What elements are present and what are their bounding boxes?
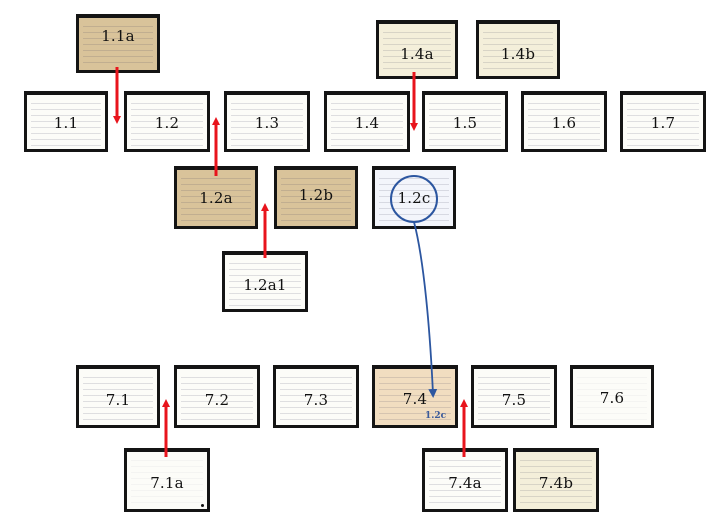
card-1-3: 1.3: [224, 91, 310, 152]
card-label: 1.2: [154, 114, 180, 133]
card-7-4b: 7.4b: [513, 448, 599, 512]
card-label: 1.1a: [101, 26, 135, 45]
card-1-4b: 1.4b: [476, 20, 560, 79]
card-label: 1.2b: [298, 186, 334, 205]
card-7-1a: 7.1a: [124, 448, 210, 512]
card-1-2c: 1.2c: [372, 166, 456, 229]
card-handwriting: [520, 455, 592, 506]
card-7-4a: 7.4a: [422, 448, 508, 512]
ink-dot: [201, 504, 204, 507]
card-label: 1.2a1: [243, 276, 287, 295]
card-label: 1.4: [354, 114, 380, 133]
card-label: 1.3: [254, 114, 280, 133]
card-label: 1.5: [452, 114, 478, 133]
card-1-1a: 1.1a: [76, 14, 160, 73]
card-label: 7.3: [303, 390, 329, 409]
card-label: 7.5: [501, 390, 527, 409]
reference-sublabel: 1.2c: [425, 411, 447, 421]
card-handwriting: [131, 98, 203, 146]
card-7-5: 7.5: [471, 365, 557, 428]
card-handwriting: [280, 372, 352, 422]
card-handwriting: [429, 98, 501, 146]
card-handwriting: [131, 455, 203, 506]
card-label: 1.4a: [400, 45, 434, 64]
card-label: 1.4b: [500, 45, 536, 64]
card-label: 7.6: [599, 389, 625, 408]
card-handwriting: [483, 27, 553, 73]
card-handwriting: [331, 98, 403, 146]
card-label: 7.1: [105, 390, 131, 409]
card-1-7: 1.7: [620, 91, 706, 152]
card-7-6: 7.6: [570, 365, 654, 428]
card-label: 1.1: [53, 114, 79, 133]
card-1-6: 1.6: [521, 91, 607, 152]
card-1-4a: 1.4a: [376, 20, 458, 79]
card-label: 1.2c: [397, 189, 431, 207]
card-1-5: 1.5: [422, 91, 508, 152]
card-handwriting: [181, 173, 251, 223]
card-label: 7.4a: [448, 474, 482, 493]
card-1-2a1: 1.2a1: [222, 251, 308, 312]
card-handwriting: [528, 98, 600, 146]
card-label: 7.1a: [150, 474, 184, 493]
card-handwriting: [627, 98, 699, 146]
card-label: 7.4: [402, 389, 428, 408]
card-handwriting: [281, 173, 351, 223]
card-handwriting: [478, 372, 550, 422]
card-label: 7.4b: [538, 474, 574, 493]
card-7-3: 7.3: [273, 365, 359, 428]
card-handwriting: [31, 98, 101, 146]
card-7-1: 7.1: [76, 365, 160, 428]
card-label: 7.2: [204, 390, 230, 409]
card-handwriting: [83, 21, 153, 67]
card-1-4: 1.4: [324, 91, 410, 152]
card-1-2b: 1.2b: [274, 166, 358, 229]
card-label: 1.7: [650, 114, 676, 133]
card-label: 1.6: [551, 114, 577, 133]
card-handwriting: [231, 98, 303, 146]
card-handwriting: [229, 258, 301, 306]
card-1-2a: 1.2a: [174, 166, 258, 229]
card-handwriting: [429, 455, 501, 506]
card-1-1: 1.1: [24, 91, 108, 152]
card-handwriting: [577, 372, 647, 422]
card-1-2: 1.2: [124, 91, 210, 152]
card-label: 1.2a: [199, 189, 233, 207]
card-7-2: 7.2: [174, 365, 260, 428]
card-handwriting: [383, 27, 451, 73]
card-handwriting: [83, 372, 153, 422]
card-handwriting: [181, 372, 253, 422]
